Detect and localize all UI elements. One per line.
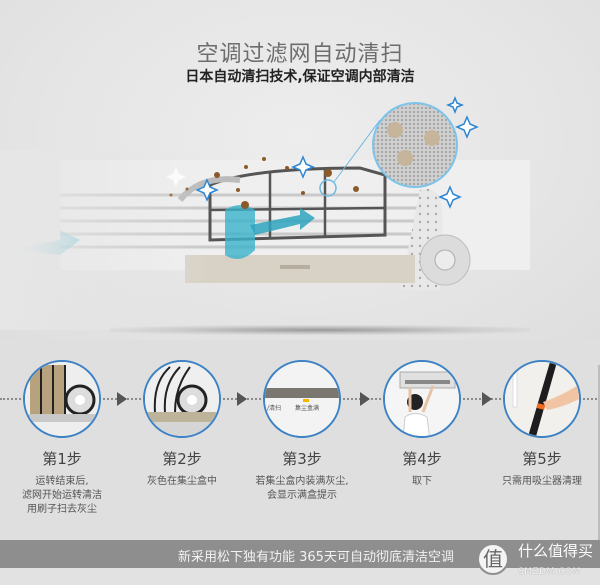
step-1: 第1步 运转结束后, 滤网开始运转清洁 用刷子扫去灰尘 [2,360,122,517]
step-2: 第2步 灰色在集尘盒中 [122,360,242,489]
step-5-title: 第5步 [522,450,562,468]
ac-filter-illustration [0,95,600,330]
hero-illustration: 空调过滤网自动清扫 日本自动清扫技术,保证空调内部清洁 [0,0,600,340]
footer-text: 新采用松下独有功能 365天可自动彻底清洁空调 [178,550,454,565]
step-1-description: 运转结束后, 滤网开始运转清洁 用刷子扫去灰尘 [22,476,102,515]
steps-section: 第1步 运转结束后, 滤网开始运转清洁 用刷子扫去灰尘 第2步 灰色在集尘盒中 [0,340,600,540]
step-5-image [503,360,581,438]
step-1-title: 第1步 [42,450,82,468]
watermark-url: SMZDM.COM [518,567,581,577]
step-2-title: 第2步 [162,450,202,468]
step-5-description: 只需用吸尘器清理 [502,476,582,487]
step-4-image [383,360,461,438]
svg-text:/清扫: /清扫 [267,404,281,412]
step-2-image [143,360,221,438]
step-3-image: /清扫 集尘盒满 [263,360,341,438]
arrow-right-icon [237,392,247,406]
step-4-title: 第4步 [402,450,442,468]
step-1-image [23,360,101,438]
step-2-description: 灰色在集尘盒中 [147,476,217,487]
step-3-title: 第3步 [282,450,322,468]
watermark-logo-icon: 值 [477,543,509,575]
step-4-description: 取下 [412,476,432,487]
page-subtitle: 日本自动清扫技术,保证空调内部清洁 [185,69,415,85]
arrow-right-icon [360,392,370,406]
arrow-right-icon [482,392,492,406]
step-4: 第4步 取下 [362,360,482,489]
step-3: /清扫 集尘盒满 第3步 若集尘盒内装满灰尘, 会显示满盒提示 [242,360,362,503]
unit-shadow [110,325,530,335]
step-5: 第5步 只需用吸尘器清理 [482,360,600,489]
page-title: 空调过滤网自动清扫 [196,42,404,67]
divider [598,365,600,540]
watermark-name: 什么值得买 [518,542,594,560]
svg-text:集尘盒满: 集尘盒满 [295,404,319,412]
arrow-right-icon [117,392,127,406]
step-3-description: 若集尘盒内装满灰尘, 会显示满盒提示 [255,476,349,501]
